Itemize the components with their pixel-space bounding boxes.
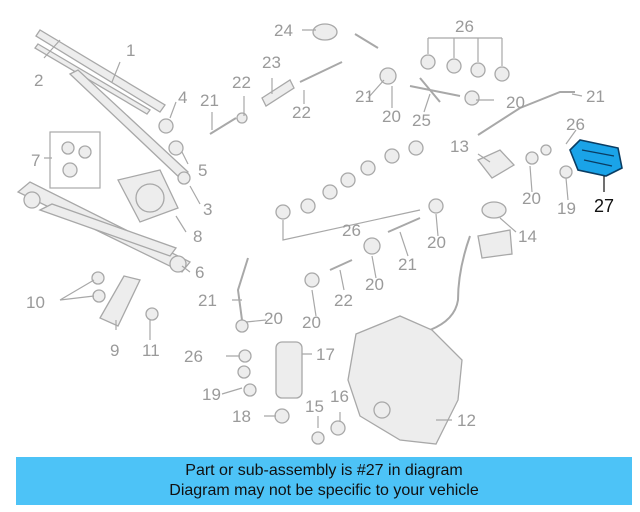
banner-line-2: Diagram may not be specific to your vehi…	[169, 482, 479, 499]
callout-20-f: 20	[302, 313, 321, 332]
callout-13: 13	[450, 137, 469, 156]
callout-19-left: 19	[202, 385, 221, 404]
callout-16: 16	[330, 387, 349, 406]
callout-1: 1	[126, 41, 135, 60]
callout-5: 5	[198, 161, 207, 180]
cap-part	[168, 140, 184, 156]
wiper-arm-part	[68, 69, 191, 185]
callout-27: 27	[594, 196, 614, 216]
wiper-blade-part	[34, 29, 166, 115]
info-banner: Part or sub-assembly is #27 in diagram D…	[16, 457, 632, 505]
callout-15: 15	[305, 397, 324, 416]
callout-20-a: 20	[382, 107, 401, 126]
callout-26-top: 26	[455, 17, 474, 36]
callout-20-e: 20	[365, 275, 384, 294]
callout-24: 24	[274, 21, 293, 40]
callout-26-right: 26	[566, 115, 585, 134]
callout-21-d: 21	[398, 255, 417, 274]
callout-7: 7	[31, 151, 40, 170]
hardware-kit-box	[49, 131, 101, 189]
callout-23: 23	[262, 53, 281, 72]
callout-18: 18	[232, 407, 251, 426]
callout-21-e: 21	[198, 291, 217, 310]
clip-part	[91, 271, 105, 285]
callout-10: 10	[26, 293, 45, 312]
callout-17: 17	[316, 345, 335, 364]
callout-4: 4	[178, 88, 187, 107]
bracket-part	[99, 275, 141, 327]
filler-neck-part	[476, 149, 516, 179]
callout-9: 9	[110, 341, 119, 360]
nut-part-11	[145, 307, 159, 321]
exploded-parts-diagram: 1 2 3 4 5 6 7 8 9 10 11 12 13 14 15 16 1…	[16, 17, 623, 445]
callout-22-c: 22	[334, 291, 353, 310]
grommet-part	[312, 23, 338, 41]
callout-20-c: 20	[522, 189, 541, 208]
callout-22-b: 22	[292, 103, 311, 122]
wiper-linkage-part	[16, 181, 192, 273]
nut-part	[158, 118, 174, 134]
banner-line-1: Part or sub-assembly is #27 in diagram	[185, 462, 463, 479]
callout-26-mid: 26	[342, 221, 361, 240]
callout-21-a: 21	[200, 91, 219, 110]
callout-26-left: 26	[184, 347, 203, 366]
callout-21-c: 21	[586, 87, 605, 106]
callout-25: 25	[412, 111, 431, 130]
part-27-body	[569, 139, 623, 177]
callout-3: 3	[203, 200, 212, 219]
callout-21-b: 21	[355, 87, 374, 106]
callout-20-d: 20	[427, 233, 446, 252]
wiper-motor-part	[117, 169, 179, 223]
callout-12: 12	[457, 411, 476, 430]
washer-reservoir-part	[347, 315, 463, 445]
callout-2: 2	[34, 71, 43, 90]
callout-19-right: 19	[557, 199, 576, 218]
callout-14: 14	[518, 227, 537, 246]
part-27-highlighted	[569, 139, 623, 192]
callout-20-g: 20	[264, 309, 283, 328]
callout-6: 6	[195, 263, 204, 282]
washer-pump-part	[275, 341, 303, 399]
callout-8: 8	[193, 227, 202, 246]
callout-20-b: 20	[506, 93, 525, 112]
callout-22-a: 22	[232, 73, 251, 92]
callout-11: 11	[142, 341, 160, 360]
